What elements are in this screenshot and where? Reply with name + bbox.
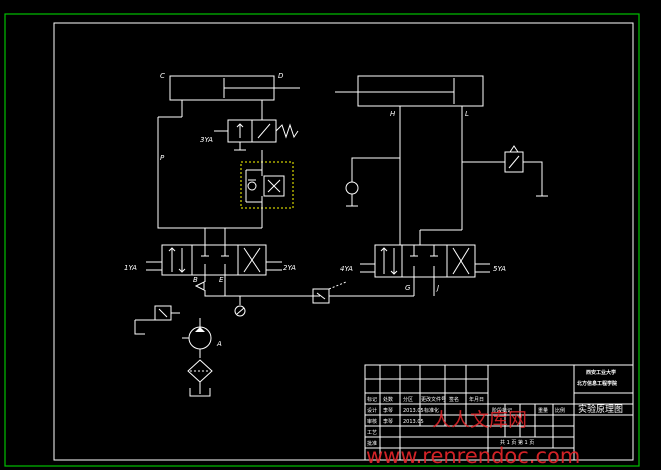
- tb-r2-3: 标准化: [424, 407, 439, 414]
- tb-r1-4: 签名: [449, 396, 459, 403]
- pressure-gauge-right: [345, 157, 400, 207]
- label-p: P: [160, 154, 165, 162]
- inner-border: [53, 22, 634, 461]
- tb-college: 北方信息工程学院: [577, 380, 617, 387]
- label-c: C: [160, 72, 165, 80]
- tb-r1-1: 处数: [383, 396, 393, 403]
- label-g: G: [405, 284, 411, 292]
- pressure-gauge: [234, 305, 246, 317]
- tb-stage-hdr-2: 比例: [555, 407, 565, 414]
- label-3ya: 3YA: [200, 136, 213, 144]
- tb-r1-3: 更改文件号: [421, 396, 446, 403]
- valve-3ya: [214, 100, 299, 151]
- watermark-url: www.renrendoc.com: [366, 444, 580, 468]
- tb-r3-0: 审核: [367, 418, 377, 425]
- tb-drawing-title: 实验原理图: [578, 403, 623, 415]
- valve-left-4way: [146, 244, 282, 276]
- label-a: A: [216, 340, 222, 348]
- tb-r4-1: 批准: [367, 440, 377, 447]
- valve-right-4way: [346, 229, 490, 297]
- cylinder-right: [335, 75, 484, 245]
- tb-r1-5: 年月日: [469, 396, 484, 403]
- line-p: [157, 117, 206, 245]
- tb-r1-2: 分区: [403, 396, 413, 403]
- label-h: H: [390, 110, 396, 118]
- watermark-cn: 人人文库网: [432, 409, 527, 431]
- cylinder-left: [158, 75, 300, 118]
- title-block: [364, 364, 634, 461]
- tb-r2-1: 李琴: [383, 407, 393, 414]
- tb-r3-1: 李琴: [383, 418, 393, 425]
- label-5ya: 5YA: [493, 265, 506, 273]
- tb-r2-0: 设计: [367, 407, 377, 414]
- tb-stage-hdr-0: 阶段标记: [492, 407, 512, 414]
- relief-valve-left: [134, 305, 180, 335]
- pump-a: [182, 318, 212, 358]
- tb-university: 西安工业大学: [586, 369, 616, 376]
- label-e: E: [219, 276, 224, 284]
- tb-r4-0: 工艺: [367, 430, 377, 436]
- label-j: J: [435, 284, 439, 292]
- label-d: D: [278, 72, 284, 80]
- tb-r2-2: 2013.05: [403, 408, 424, 414]
- tb-sheet: 共 1 页 第 1 页: [500, 439, 534, 446]
- relief-valve-mid: [312, 281, 347, 304]
- label-l: L: [465, 110, 469, 118]
- label-2ya: 2YA: [283, 264, 296, 272]
- outer-border: [4, 13, 640, 467]
- tb-r3-2: 2013.05: [403, 419, 424, 425]
- speed-valve-box: [240, 150, 294, 228]
- label-1ya: 1YA: [124, 264, 137, 272]
- label-4ya: 4YA: [340, 265, 353, 273]
- tb-r1-0: 标记: [367, 396, 377, 403]
- label-b: B: [193, 276, 198, 284]
- filter: [187, 359, 213, 397]
- relief-valve-right: [462, 145, 548, 197]
- tb-stage-hdr-1: 重量: [538, 407, 548, 414]
- check-valve-left: [194, 281, 205, 291]
- line-pump-out: [204, 290, 241, 305]
